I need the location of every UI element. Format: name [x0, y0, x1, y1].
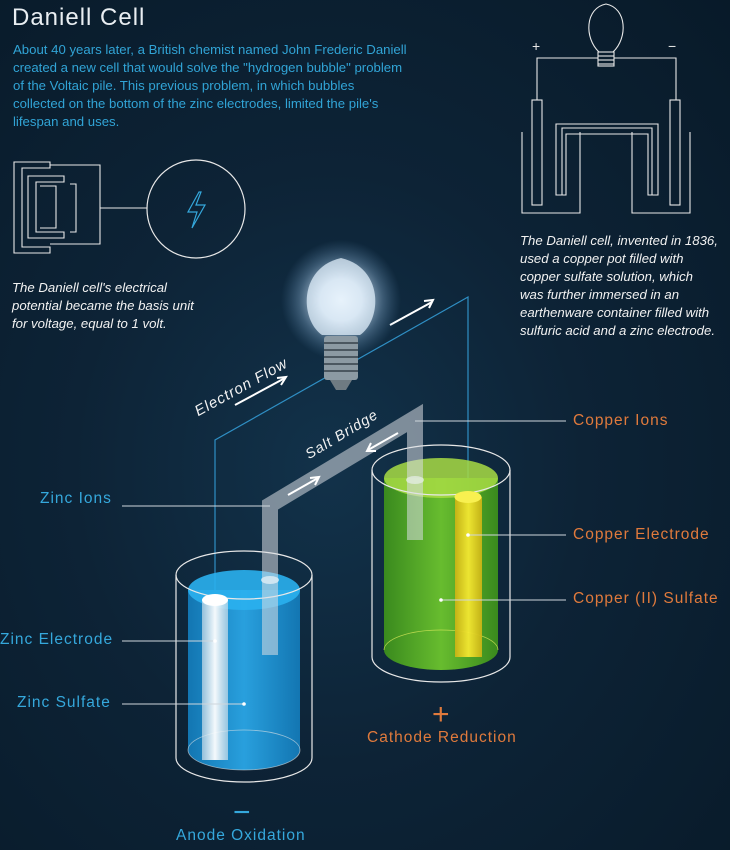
intro-paragraph: About 40 years later, a British chemist …: [13, 42, 407, 129]
label-zinc-sulfate: Zinc Sulfate: [17, 694, 111, 711]
schematic-plus-sign: +: [532, 38, 540, 54]
cathode-plus-sign: +: [432, 698, 450, 731]
voltage-circle: [146, 159, 246, 259]
leader-lines: [122, 420, 566, 705]
light-bulb-icon: [281, 240, 401, 390]
label-cathode-reduction: Cathode Reduction: [367, 729, 517, 746]
note-construction: The Daniell cell, invented in 1836, used…: [520, 233, 718, 338]
lightning-bolt-icon: [186, 191, 207, 229]
leader-dots: [213, 533, 470, 706]
label-zinc-electrode: Zinc Electrode: [0, 631, 114, 648]
schematic-minus-sign: −: [668, 38, 676, 54]
schematic-earthenware-cell: [521, 3, 691, 214]
copper-beaker: [371, 444, 511, 683]
label-anode-oxidation: Anode Oxidation: [176, 827, 306, 844]
label-copper-ions: Copper Ions: [573, 412, 669, 429]
salt-bridge-arrows: [287, 432, 399, 496]
note-voltage: The Daniell cell's electrical potential …: [12, 280, 194, 331]
label-copper-electrode: Copper Electrode: [573, 526, 710, 543]
zinc-beaker: [175, 550, 313, 783]
label-copper-sulfate: Copper (II) Sulfate: [573, 590, 719, 607]
anode-minus-sign: −: [233, 796, 251, 829]
page-title: Daniell Cell: [12, 4, 146, 31]
label-zinc-ions: Zinc Ions: [40, 490, 112, 507]
schematic-daniell-cell: [13, 161, 147, 254]
